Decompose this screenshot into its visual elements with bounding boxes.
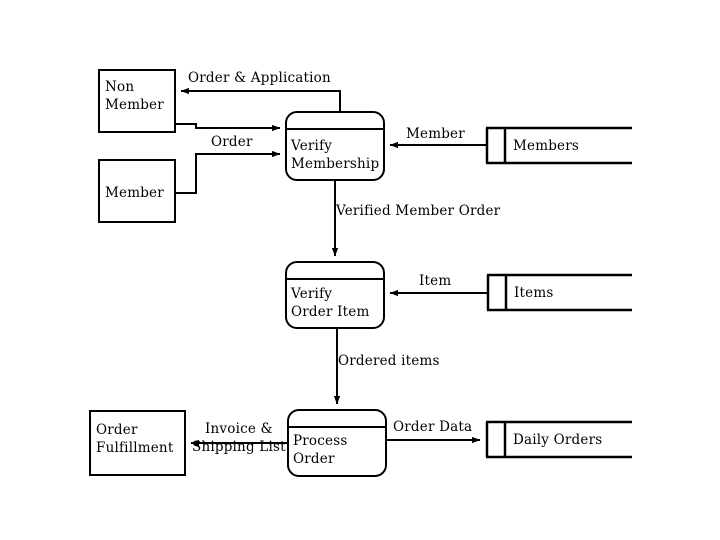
entity-member-label: Member <box>105 185 164 201</box>
entity-non-member[interactable] <box>98 69 176 133</box>
flow-order-and-application[interactable] <box>180 87 341 112</box>
flow-invoice-and-shipping-list-label: Invoice & Shipping List <box>192 421 286 455</box>
flow-ordered-items-label: Ordered items <box>338 353 440 369</box>
flow-order-non-member[interactable] <box>175 123 281 132</box>
flow-order-non-member-label: Order <box>211 134 253 150</box>
process-verify-order-item-label: Verify Order Item <box>291 286 370 320</box>
datastore-daily-orders[interactable] <box>485 420 632 459</box>
process-verify-membership[interactable] <box>285 111 385 181</box>
datastore-items-label: Items <box>514 285 554 301</box>
flow-order-and-application-label: Order & Application <box>188 70 331 86</box>
entity-order-fulfillment-label: Order Fulfillment <box>96 422 174 456</box>
process-verify-order-item[interactable] <box>285 261 385 329</box>
flow-order-member[interactable] <box>175 150 281 194</box>
entity-non-member-label: Non Member <box>105 79 164 113</box>
datastore-items[interactable] <box>486 273 632 312</box>
process-process-order-label: Process Order <box>293 433 348 467</box>
flow-item-lookup-label: Item <box>419 273 452 289</box>
datastore-members-label: Members <box>513 138 580 154</box>
entity-order-fulfillment[interactable] <box>89 410 186 476</box>
datastore-members[interactable] <box>485 126 632 165</box>
process-verify-membership-label: Verify Membership <box>291 138 380 172</box>
datastore-daily-orders-label: Daily Orders <box>513 432 603 448</box>
flow-verified-member-order-label: Verified Member Order <box>336 203 501 219</box>
flow-member-lookup-label: Member <box>406 126 465 142</box>
entity-member[interactable] <box>98 159 176 223</box>
flow-order-data-label: Order Data <box>393 419 473 435</box>
